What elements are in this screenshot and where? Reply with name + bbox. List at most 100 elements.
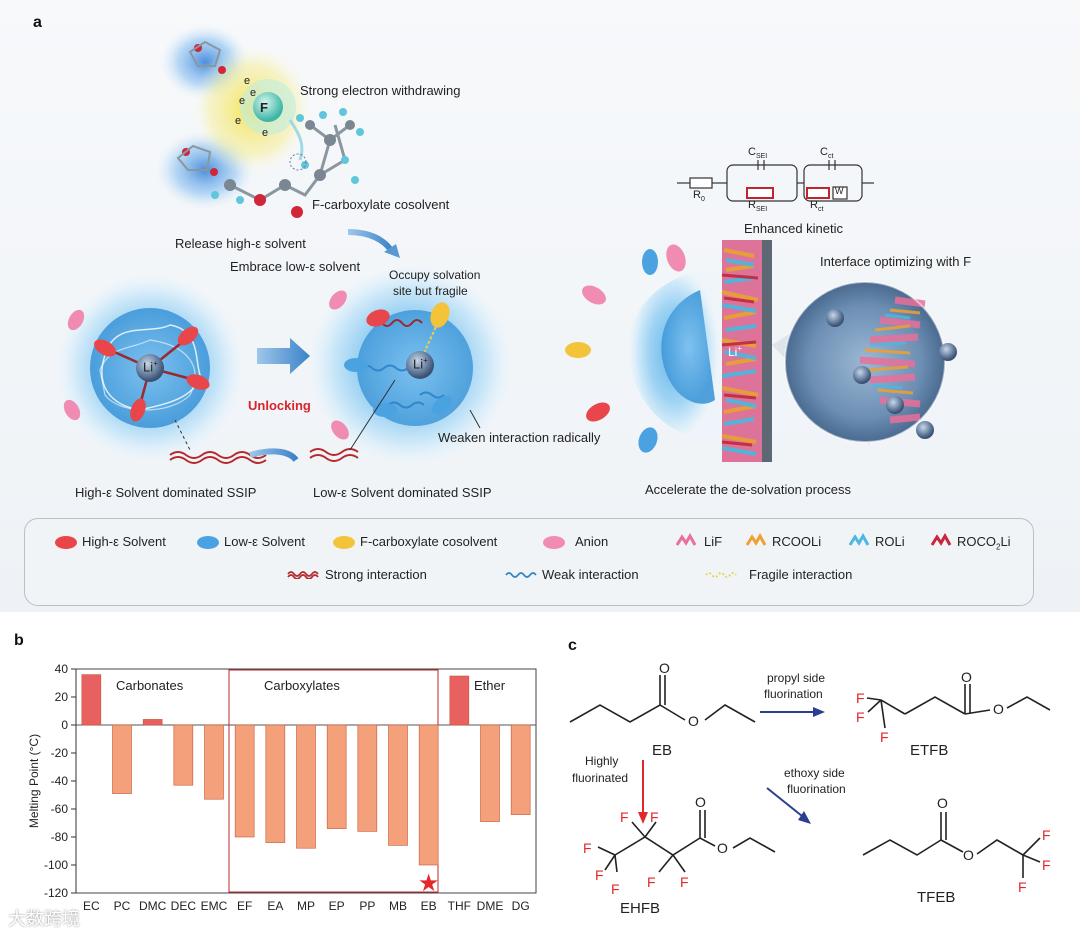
highly-label-2: fluorinated <box>572 771 628 785</box>
highly-label-1: Highly <box>585 754 618 768</box>
li-ion-left: Li+ <box>143 359 158 374</box>
x-tick-label-ea: EA <box>267 899 283 913</box>
tfeb-o-carbonyl: O <box>937 795 948 811</box>
electron-label-5: e <box>250 87 256 99</box>
f-carboxylate-molecule <box>155 24 364 218</box>
bar-ef <box>235 725 254 837</box>
electron-label-3: e <box>235 115 241 127</box>
ehfb-f5: F <box>611 881 620 897</box>
etfb-f1: F <box>856 690 865 706</box>
bar-ep <box>327 725 346 829</box>
x-tick-label-ec: EC <box>83 899 100 913</box>
interface-label: Interface optimizing with F <box>820 254 971 269</box>
r0-label: R0 <box>693 189 705 203</box>
eb-label: EB <box>652 742 672 759</box>
ehfb-f2: F <box>650 809 659 825</box>
x-tick-label-dmc: DMC <box>139 899 167 913</box>
x-tick-label-eb: EB <box>421 899 437 913</box>
highlight-star-icon: ★ <box>418 870 440 897</box>
high-epsilon-ssip <box>58 276 266 463</box>
ehfb-f6: F <box>647 874 656 890</box>
eb-o-carbonyl: O <box>659 660 670 676</box>
x-tick-label-ep: EP <box>329 899 345 913</box>
propyl-label-2: fluorination <box>764 687 823 701</box>
bar-dg <box>511 725 530 815</box>
cct-label: Cct <box>820 146 833 160</box>
bar-eb <box>419 725 438 865</box>
legend-fragile: Fragile interaction <box>749 567 852 582</box>
bar-dme <box>480 725 499 822</box>
csei-label: CSEI <box>748 146 767 160</box>
ethoxy-label-1: ethoxy side <box>784 766 845 780</box>
y-tick-label: 40 <box>55 662 69 676</box>
y-tick-label: -80 <box>51 830 69 844</box>
tfeb-label: TFEB <box>917 889 955 906</box>
etfb-f3: F <box>880 729 889 745</box>
group-label-ether: Ether <box>474 678 506 693</box>
etfb-o-ester: O <box>993 701 1004 717</box>
legend-weak-line <box>505 569 539 579</box>
legend-low: Low-ε Solvent <box>224 534 305 549</box>
weaken-label: Weaken interaction radically <box>438 430 600 445</box>
high-ssip-label: High-ε Solvent dominated SSIP <box>75 485 256 500</box>
bar-dmc <box>143 719 162 725</box>
group-label-carboxylates: Carboxylates <box>264 678 340 693</box>
equivalent-circuit <box>677 160 874 201</box>
propyl-label-1: propyl side <box>767 671 825 685</box>
li-ion-right: Li+ <box>728 344 742 359</box>
legend-roli: ROLi <box>875 534 905 549</box>
unlock-arrow <box>257 338 310 374</box>
legend-swatch-lif <box>675 533 697 549</box>
legend: High-ε Solvent Low-ε Solvent F-carboxyla… <box>24 518 1034 606</box>
structures-panel: O O EB propyl side fluorination O O F F … <box>545 640 1080 938</box>
legend-weak: Weak interaction <box>542 567 639 582</box>
etfb-o-carbonyl: O <box>961 669 972 685</box>
strong-electron-label: Strong electron withdrawing <box>300 83 460 98</box>
tfeb-structure <box>863 812 1040 878</box>
legend-anion: Anion <box>575 534 608 549</box>
desolvation-scene <box>565 240 957 462</box>
legend-lif: LiF <box>704 534 722 549</box>
legend-swatch-low <box>197 536 219 549</box>
bar-pc <box>112 725 131 794</box>
rsei-label: RSEI <box>748 199 767 213</box>
bar-dec <box>174 725 193 785</box>
unlocking-label: Unlocking <box>248 398 311 413</box>
electron-label-4: e <box>262 127 268 139</box>
ehfb-f4: F <box>595 867 604 883</box>
tfeb-o-ester: O <box>963 847 974 863</box>
etfb-structure <box>867 684 1050 728</box>
group-label-carbonates: Carbonates <box>116 678 184 693</box>
ehfb-o-carbonyl: O <box>695 794 706 810</box>
bar-ea <box>266 725 285 843</box>
enhanced-label: Enhanced kinetic <box>744 221 843 236</box>
bar-pp <box>358 725 377 831</box>
f-atom-label: F <box>260 100 268 115</box>
etfb-f2: F <box>856 709 865 725</box>
fluorine-atom <box>253 92 283 122</box>
x-tick-label-emc: EMC <box>201 899 228 913</box>
legend-rcooli: RCOOLi <box>772 534 821 549</box>
eb-structure <box>570 675 755 722</box>
tfeb-f2: F <box>1042 857 1051 873</box>
y-tick-label: -20 <box>51 746 69 760</box>
legend-swatch-roco2li <box>930 533 952 549</box>
ehfb-o-ester: O <box>717 840 728 856</box>
bar-mb <box>388 725 407 845</box>
ehfb-f1: F <box>620 809 629 825</box>
x-tick-label-thf: THF <box>448 899 471 913</box>
legend-strong-line <box>287 569 321 579</box>
legend-fcarb: F-carboxylate cosolvent <box>360 534 497 549</box>
x-tick-label-pc: PC <box>114 899 131 913</box>
watermark: 大数跨境 <box>8 905 80 931</box>
x-tick-label-dg: DG <box>512 899 530 913</box>
y-tick-label: -120 <box>44 886 68 900</box>
ehfb-f3: F <box>583 840 592 856</box>
y-tick-label: -40 <box>51 774 69 788</box>
x-tick-label-mb: MB <box>389 899 407 913</box>
legend-strong: Strong interaction <box>325 567 427 582</box>
bar-thf <box>450 676 469 725</box>
x-tick-label-dec: DEC <box>171 899 197 913</box>
x-tick-label-mp: MP <box>297 899 315 913</box>
